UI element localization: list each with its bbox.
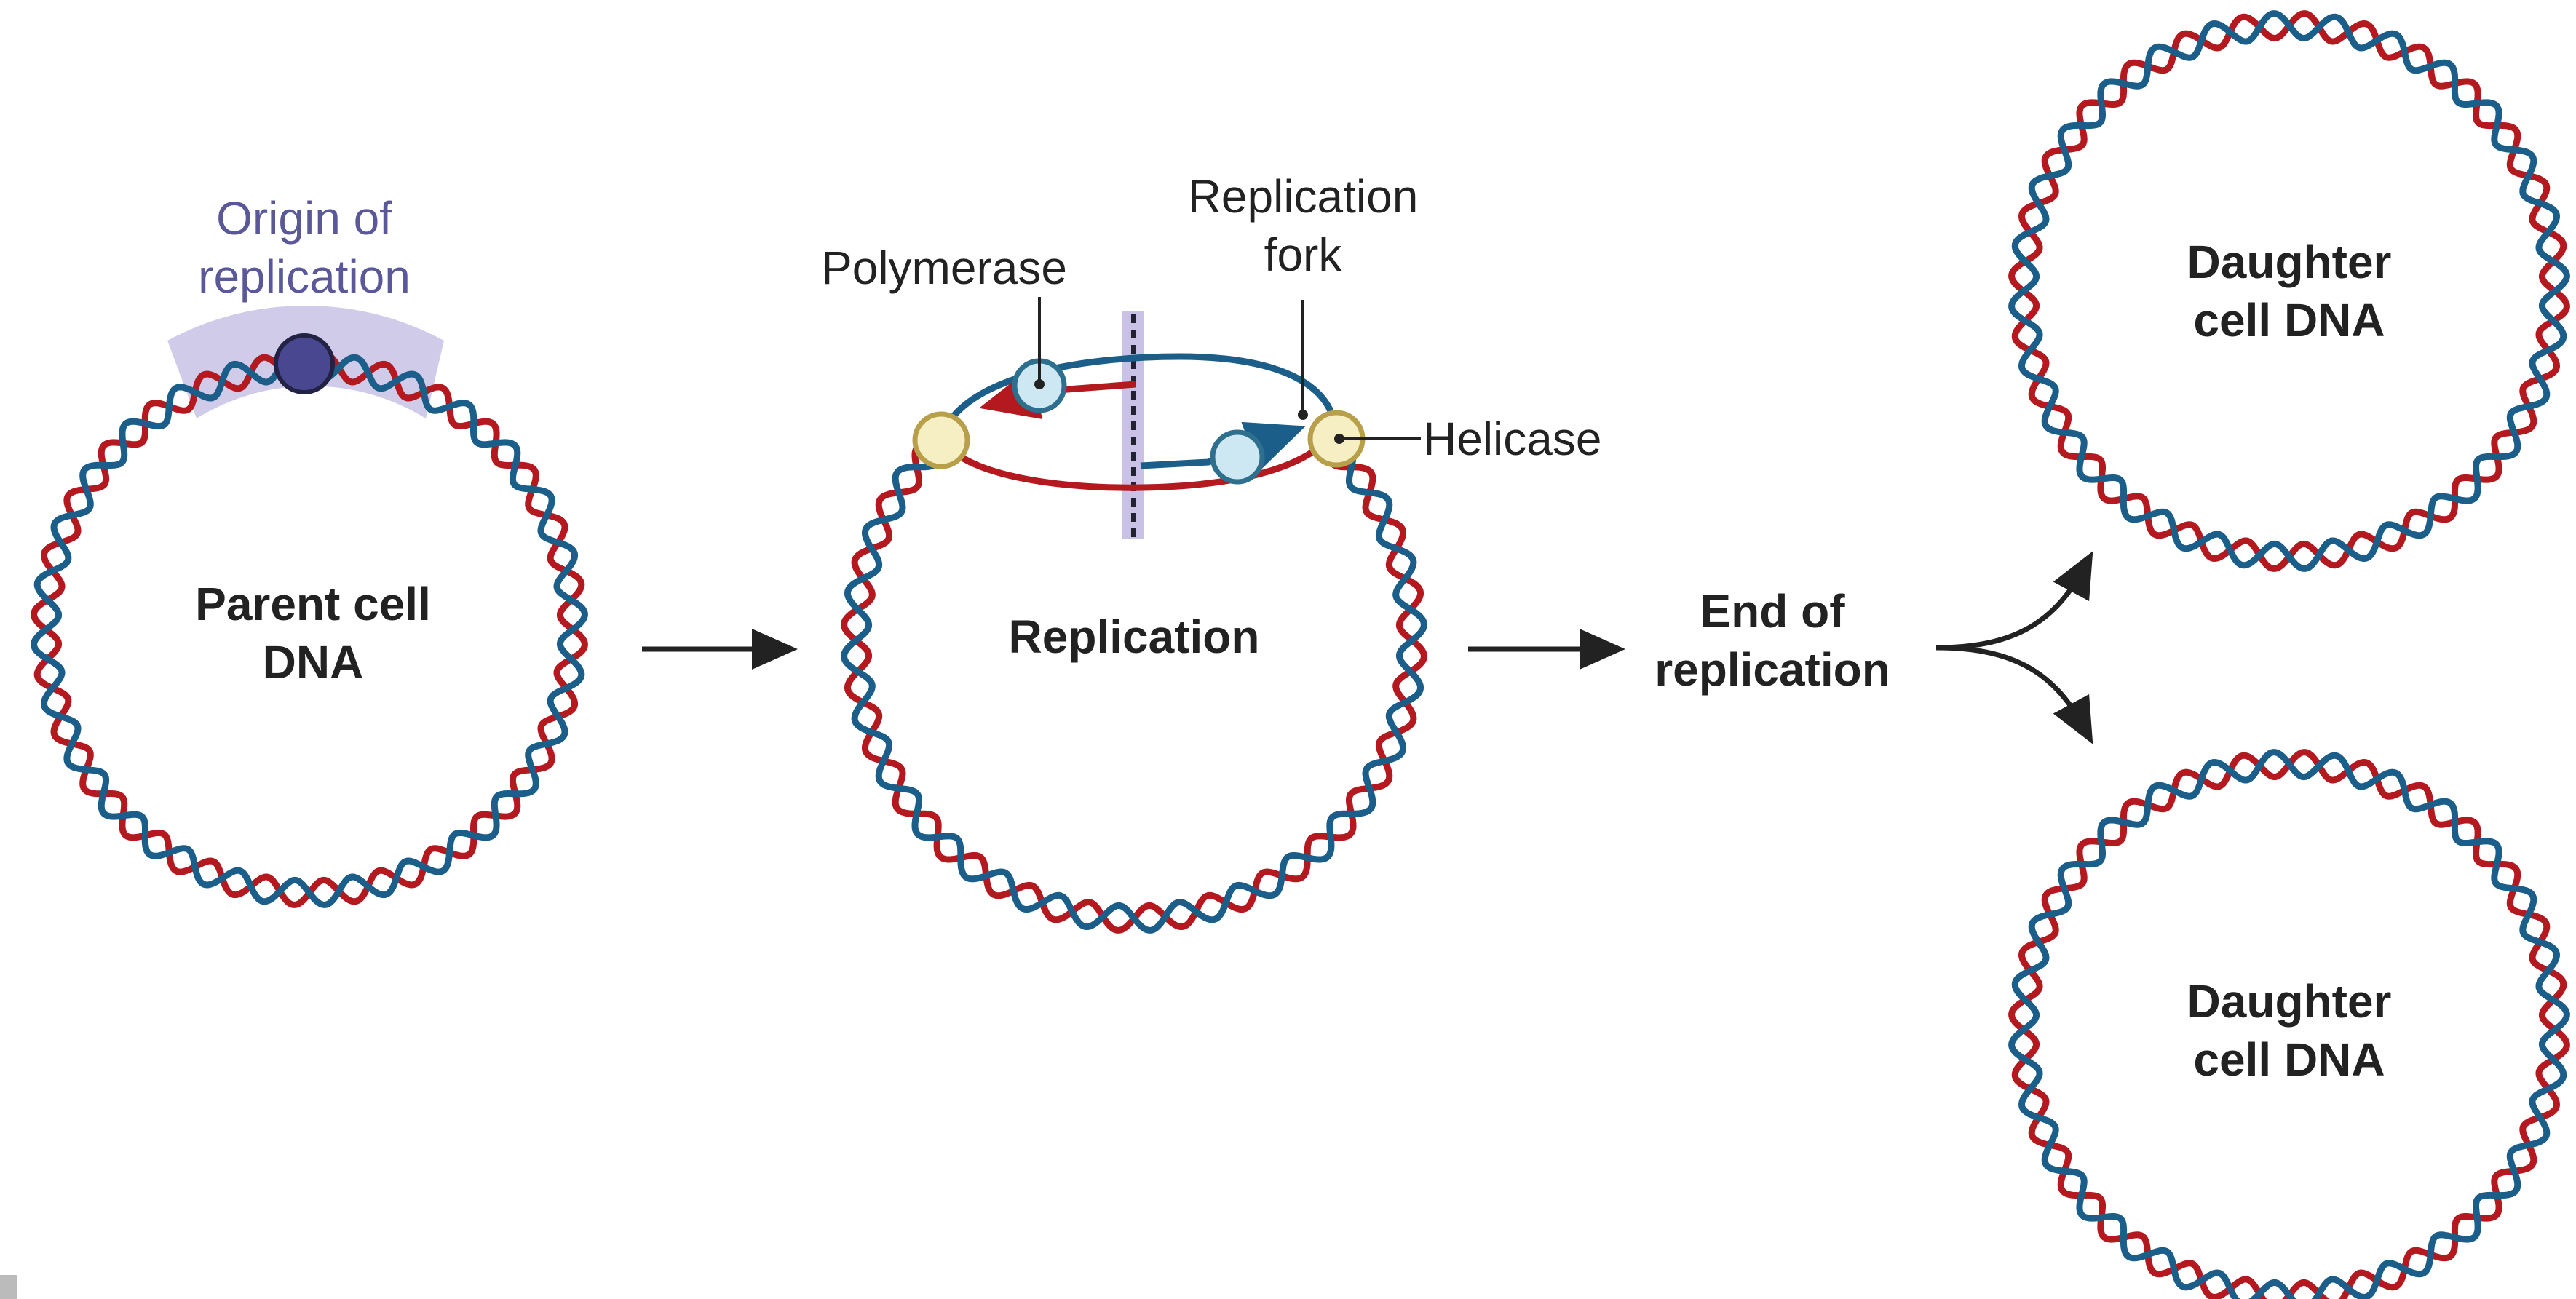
arrow-to-daughter-bottom — [1935, 645, 2093, 744]
origin-label-line2: replication — [198, 250, 411, 303]
replication-group: Polymerase Replication fork Helicase Rep… — [821, 170, 1601, 934]
fork-callout-dot — [1298, 410, 1308, 420]
fork-label-line2: fork — [1264, 229, 1343, 281]
arrow-to-daughter-top — [1935, 551, 2093, 651]
daughter-bottom-label-line2: cell DNA — [2193, 1033, 2385, 1086]
dna-strand-blue — [841, 440, 1427, 934]
polymerase-callout-dot — [1034, 379, 1045, 389]
end-label-line1: End of — [1700, 585, 1845, 637]
parent-dna-group: Origin of replication Parent cell DNA — [31, 192, 588, 908]
dna-strand-blue — [31, 351, 588, 908]
daughter-dna-top-group: Daughter cell DNA — [2008, 10, 2570, 572]
dna-strand-blue — [2008, 10, 2570, 572]
replication-label: Replication — [1009, 611, 1260, 663]
replication-dna-circle — [841, 440, 1427, 934]
dna-strand-red — [2008, 10, 2570, 572]
corner-mark — [0, 1275, 17, 1299]
origin-dot — [274, 333, 335, 394]
daughter-dna-circle-bottom — [2008, 749, 2570, 1299]
polymerase-icon-right — [1210, 429, 1265, 485]
end-label-line2: replication — [1654, 643, 1890, 696]
fork-label-line1: Replication — [1188, 170, 1419, 223]
parent-label-line1: Parent cell — [195, 578, 431, 630]
helicase-label: Helicase — [1423, 413, 1601, 465]
origin-label-line1: Origin of — [216, 192, 392, 245]
daughter-dna-circle-top — [2008, 10, 2570, 572]
daughter-top-label-line1: Daughter — [2187, 236, 2392, 288]
parent-label-line2: DNA — [263, 636, 364, 688]
daughter-top-label-line2: cell DNA — [2193, 294, 2385, 346]
helicase-callout-dot — [1334, 434, 1344, 444]
dna-strand-blue — [2008, 749, 2570, 1299]
polymerase-label: Polymerase — [821, 242, 1067, 294]
daughter-bottom-label-line1: Daughter — [2187, 975, 2392, 1028]
helicase-icon-left — [912, 411, 970, 469]
daughter-dna-bottom-group: Daughter cell DNA — [2008, 749, 2570, 1299]
parent-dna-circle — [31, 351, 588, 908]
